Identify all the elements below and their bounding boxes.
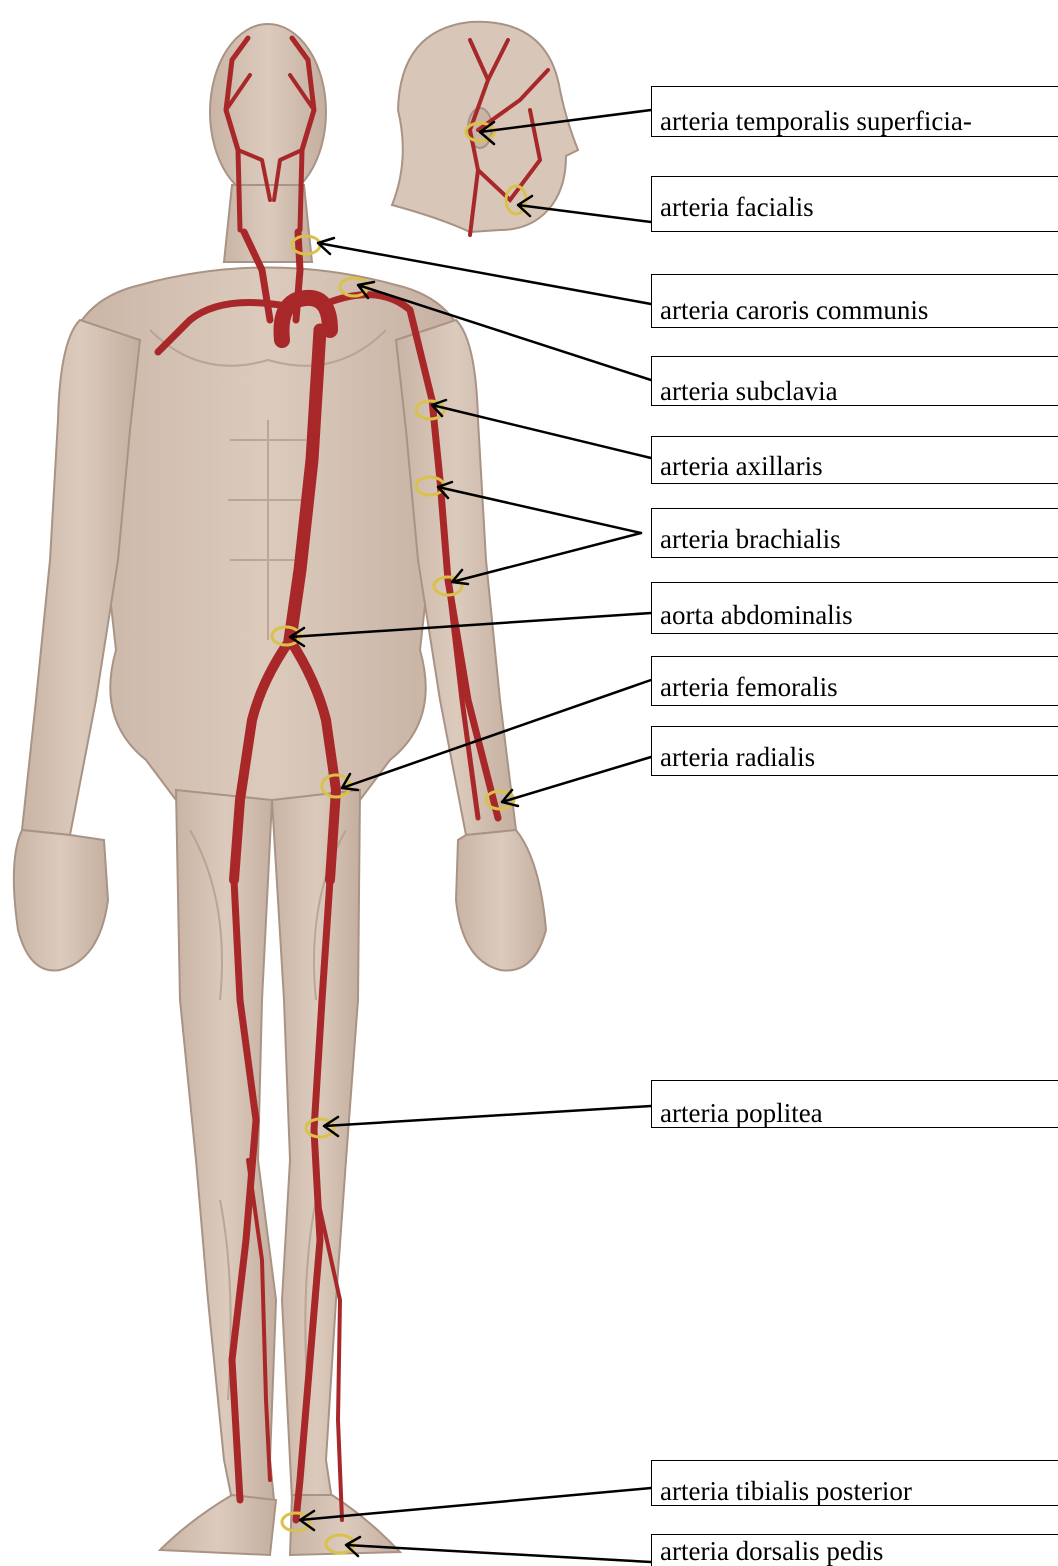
arrow-poplitea	[324, 1106, 651, 1136]
label-radialis: arteria radialis	[651, 726, 1058, 776]
label-carotis: arteria caroris communis	[651, 274, 1058, 328]
label-subclavia: arteria subclavia	[651, 356, 1058, 406]
label-facialis: arteria facialis	[651, 176, 1058, 232]
label-subclavia-text: arteria subclavia	[660, 378, 838, 405]
label-aorta: aorta abdominalis	[651, 582, 1058, 634]
right-hand	[456, 830, 546, 971]
label-carotis-text: arteria caroris communis	[660, 297, 928, 324]
label-axillaris: arteria axillaris	[651, 436, 1058, 484]
label-facialis-text: arteria facialis	[660, 194, 814, 221]
label-radialis-text: arteria radialis	[660, 744, 815, 771]
label-femoralis-text: arteria femoralis	[660, 674, 838, 701]
label-tibialis: arteria tibialis posterior	[651, 1460, 1058, 1506]
label-poplitea: arteria poplitea	[651, 1080, 1058, 1128]
label-axillaris-text: arteria axillaris	[660, 453, 823, 480]
label-temporalis-text: arteria temporalis superficia-	[660, 108, 972, 135]
label-dorsalis: arteria dorsalis pedis	[651, 1534, 1058, 1566]
label-femoralis: arteria femoralis	[651, 656, 1058, 706]
label-poplitea-text: arteria poplitea	[660, 1100, 823, 1127]
arrow-radialis	[502, 757, 651, 806]
left-leg	[176, 790, 276, 1500]
human-figure	[14, 24, 546, 1555]
left-foot	[160, 1495, 276, 1555]
label-tibialis-text: arteria tibialis posterior	[660, 1478, 912, 1505]
left-hand	[14, 830, 108, 971]
label-aorta-text: aorta abdominalis	[660, 602, 853, 629]
label-dorsalis-text: arteria dorsalis pedis	[660, 1538, 883, 1565]
label-temporalis: arteria temporalis superficia-	[651, 86, 1058, 137]
label-brachialis-text: arteria brachialis	[660, 526, 841, 553]
label-brachialis: arteria brachialis	[651, 508, 1058, 558]
